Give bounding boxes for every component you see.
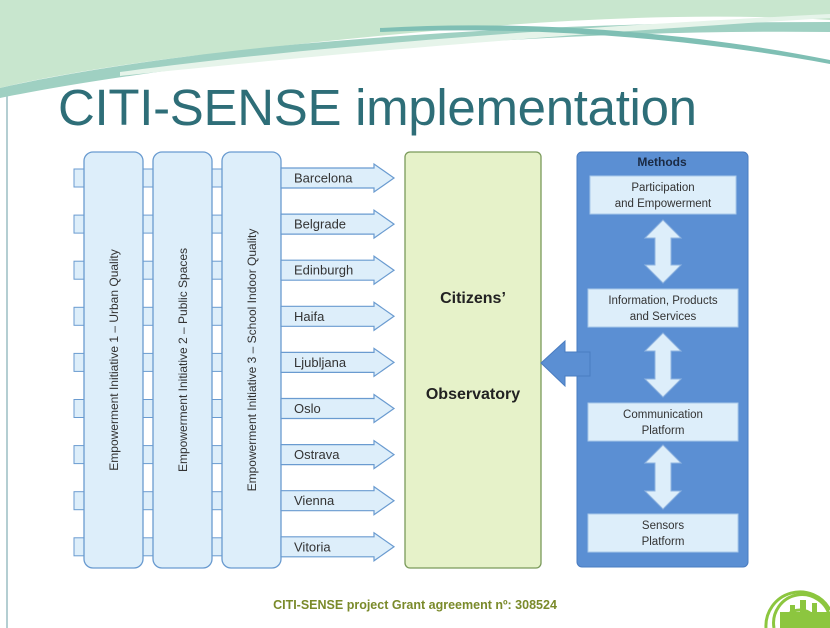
method-box-information: Information, Products and Services [587, 288, 739, 328]
method-box-participation: Participation and Empowerment [589, 175, 737, 215]
city-label: Haifa [294, 309, 325, 324]
citizens-observatory: Citizens’ Observatory [404, 151, 542, 569]
city-label: Oslo [294, 401, 321, 416]
initiative-column-1: Empowerment Initiative 1 – Urban Quality [83, 151, 144, 569]
city-arrow-vitoria: Vitoria [280, 531, 396, 562]
initiative-label-3: Empowerment Initiative 3 – School Indoor… [245, 229, 259, 492]
observatory-line-1: Citizens’ [440, 290, 506, 307]
methods-title: Methods [637, 155, 687, 169]
method-communication-line-2: Platform [642, 425, 685, 437]
method-participation-line-1: Participation [631, 182, 694, 194]
method-communication-line-1: Communication [623, 409, 703, 421]
city-arrow-oslo: Oslo [280, 393, 396, 424]
method-participation-line-2: and Empowerment [615, 198, 712, 210]
methods-to-observatory-arrow [540, 339, 591, 388]
double-arrow-1 [643, 219, 683, 284]
city-label: Barcelona [294, 171, 353, 186]
methods-panel: Methods Participation and Empowerment In… [540, 151, 749, 568]
city-label: Edinburgh [294, 263, 353, 278]
initiative-column-3: Empowerment Initiative 3 – School Indoor… [221, 151, 282, 569]
city-arrow-barcelona: Barcelona [280, 162, 396, 194]
double-arrow-2 [643, 332, 683, 398]
city-arrow-ljubljana: Ljubljana [280, 347, 396, 378]
city-label: Vitoria [294, 539, 331, 554]
city-label: Ljubljana [294, 355, 347, 370]
method-box-sensors: Sensors Platform [587, 513, 739, 553]
footer-grant-text: CITI-SENSE project Grant agreement nº: 3… [273, 598, 557, 612]
method-sensors-line-2: Platform [642, 536, 685, 548]
city-arrow-vienna: Vienna [280, 485, 396, 516]
method-information-line-2: and Services [630, 311, 697, 323]
city-label: Belgrade [294, 217, 346, 232]
citi-sense-logo [764, 590, 830, 628]
initiative-label-2: Empowerment Initiative 2 – Public Spaces [176, 248, 190, 472]
city-label: Ostrava [294, 447, 340, 462]
method-box-communication: Communication Platform [587, 402, 739, 442]
slide-title: CITI-SENSE implementation [58, 79, 697, 136]
double-arrow-3 [643, 444, 683, 510]
city-arrow-ostrava: Ostrava [280, 439, 396, 470]
method-information-line-1: Information, Products [608, 295, 718, 307]
city-arrow-belgrade: Belgrade [280, 208, 396, 240]
city-arrow-edinburgh: Edinburgh [280, 255, 396, 286]
method-sensors-line-1: Sensors [642, 520, 684, 532]
city-arrow-haifa: Haifa [280, 301, 396, 332]
observatory-line-2: Observatory [426, 386, 520, 403]
city-label: Vienna [294, 493, 335, 508]
initiative-column-2: Empowerment Initiative 2 – Public Spaces [152, 151, 213, 569]
initiative-label-1: Empowerment Initiative 1 – Urban Quality [107, 249, 121, 470]
city-arrows: BarcelonaBelgradeEdinburghHaifaLjubljana… [280, 162, 396, 562]
